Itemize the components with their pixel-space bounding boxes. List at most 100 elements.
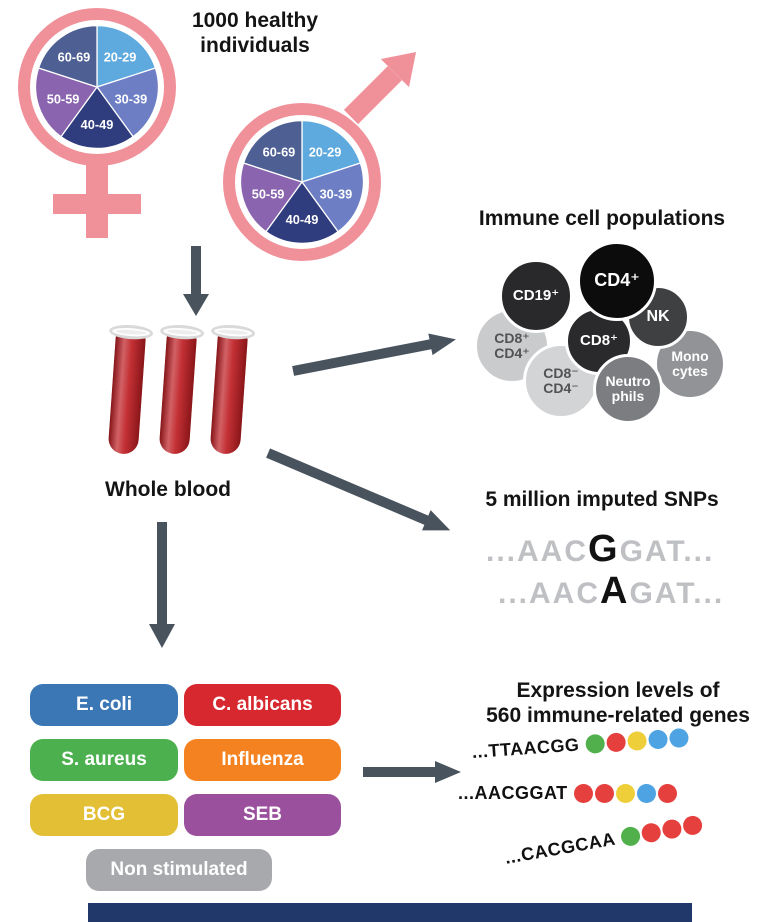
pie-label-30-39: 30-39 <box>320 187 353 202</box>
gene-read-3: ...CACGCAA <box>503 813 704 868</box>
stimulus-non-stimulated: Non stimulated <box>86 849 272 891</box>
male-symbol-ring: 20-29 30-39 40-49 50-59 60-69 <box>223 103 381 261</box>
cell-label: Mono <box>671 347 709 364</box>
arrow-blood-to-stimuli <box>149 522 175 648</box>
pie-label-50-59: 50-59 <box>47 92 80 107</box>
pie-slice-50-59 <box>239 162 304 233</box>
pie-label-60-69: 60-69 <box>263 144 296 159</box>
snp-seq-faded: ...AAC <box>498 577 600 610</box>
pie-slice-20-29 <box>301 119 362 183</box>
cell-label: CD4⁺ <box>494 345 530 361</box>
expression-bead <box>626 730 647 752</box>
female-age-pie-chart: 20-29 30-39 40-49 50-59 60-69 <box>34 24 160 150</box>
expression-bead <box>594 784 614 803</box>
arrow-blood-to-snps <box>266 448 451 531</box>
stimulus-label: E. coli <box>76 694 132 715</box>
tube-liquid <box>209 332 249 455</box>
read-sequence: ...CACGCAA <box>503 828 617 868</box>
cell-label: Neutro <box>605 372 651 389</box>
expression-bead <box>573 784 593 803</box>
expression-bead <box>640 821 663 844</box>
gene-read-2: ...AACGGAT <box>458 783 677 804</box>
snp-seq-faded: GAT... <box>619 535 715 568</box>
stimulus-label: SEB <box>242 804 283 825</box>
blood-tubes <box>107 323 282 468</box>
pie-slice-60-69 <box>37 24 98 88</box>
male-age-pie-chart: 20-29 30-39 40-49 50-59 60-69 <box>239 119 365 245</box>
pie-slice-30-39 <box>300 162 365 233</box>
pie-label-40-49: 40-49 <box>81 117 114 132</box>
cohort-heading: 1000 healthy individuals <box>191 9 319 58</box>
cell-label: CD4⁺ <box>594 270 640 291</box>
pie-slice-30-39 <box>95 67 160 138</box>
expression-bead <box>657 784 677 803</box>
stimulus-seb: SEB <box>184 794 341 836</box>
pie-slice-50-59 <box>34 67 99 138</box>
pie-label-60-69: 60-69 <box>58 49 91 64</box>
male-arrow-shaft <box>343 66 402 125</box>
pie-label-40-49: 40-49 <box>286 212 319 227</box>
expression-bead <box>660 818 683 841</box>
gene-read-1: ...TTAACGG <box>471 727 689 763</box>
blood-tube <box>107 323 154 455</box>
cell-label: CD19⁺ <box>512 286 560 304</box>
pie-label-30-39: 30-39 <box>115 92 148 107</box>
blood-tube <box>209 323 256 455</box>
cell-label: CD8⁺ <box>494 329 530 346</box>
stimulus-saureus: S. aureus <box>30 739 178 781</box>
expression-heading: Expression levels of 560 immune-related … <box>458 678 771 728</box>
arrow-individuals-to-blood <box>183 246 209 316</box>
cell-label: CD4⁻ <box>543 380 579 396</box>
tube-liquid <box>107 332 147 455</box>
stimulus-bcg: BCG <box>30 794 178 836</box>
snp-seq-faded: ...AAC <box>486 535 588 568</box>
stimulus-label: Influenza <box>221 749 304 770</box>
cell-circle-cd8neg-cd4neg: CD8⁻CD4⁻ <box>523 343 599 419</box>
immune-cells-heading: Immune cell populations <box>478 207 726 230</box>
pie-slice-60-69 <box>242 119 303 183</box>
pie-slice-20-29 <box>96 24 157 88</box>
cell-label: phils <box>611 388 645 404</box>
expression-bead <box>681 814 704 837</box>
cell-label: NK <box>646 308 670 326</box>
stimulus-ecoli: E. coli <box>30 684 178 726</box>
stimulus-label: Non stimulated <box>110 859 248 880</box>
pie-slice-40-49 <box>264 180 340 245</box>
stimulus-influenza: Influenza <box>184 739 341 781</box>
female-symbol-ring: 20-29 30-39 40-49 50-59 60-69 <box>18 8 176 166</box>
expression-bead <box>605 732 626 753</box>
pie-slice-40-49 <box>59 85 135 150</box>
snp-variant-letter: A <box>600 570 630 612</box>
snps-heading: 5 million imputed SNPs <box>485 488 719 511</box>
arrow-stimuli-to-expression <box>363 761 461 783</box>
snp-variant-letter: G <box>588 528 620 570</box>
cell-circle-cd19: CD19⁺ <box>499 259 573 333</box>
expression-heading-line2: 560 immune-related genes <box>486 704 750 728</box>
stimulus-label: BCG <box>82 804 126 825</box>
pie-label-50-59: 50-59 <box>252 187 285 202</box>
arrow-blood-to-cells <box>292 333 456 376</box>
snp-seq-faded: GAT... <box>629 577 725 610</box>
cell-circle-cd4: CD4⁺ <box>577 241 657 321</box>
cell-label: CD8⁻ <box>543 364 579 381</box>
cropped-bottom-panel-edge <box>88 903 692 922</box>
read-sequence: ...TTAACGG <box>471 734 581 762</box>
expression-bead <box>615 784 635 803</box>
expression-bead <box>636 784 656 803</box>
expression-heading-line1: Expression levels of <box>516 679 720 702</box>
expression-bead <box>647 729 668 750</box>
female-symbol-crossbar <box>53 194 141 214</box>
tube-liquid <box>158 332 198 455</box>
expression-bead <box>668 727 689 749</box>
cell-label: CD8⁺ <box>580 331 618 349</box>
stimulus-calbicans: C. albicans <box>184 684 341 726</box>
read-sequence: ...AACGGAT <box>458 783 568 803</box>
expression-bead <box>584 733 605 755</box>
expression-bead <box>619 825 642 848</box>
pie-label-20-29: 20-29 <box>104 49 137 64</box>
